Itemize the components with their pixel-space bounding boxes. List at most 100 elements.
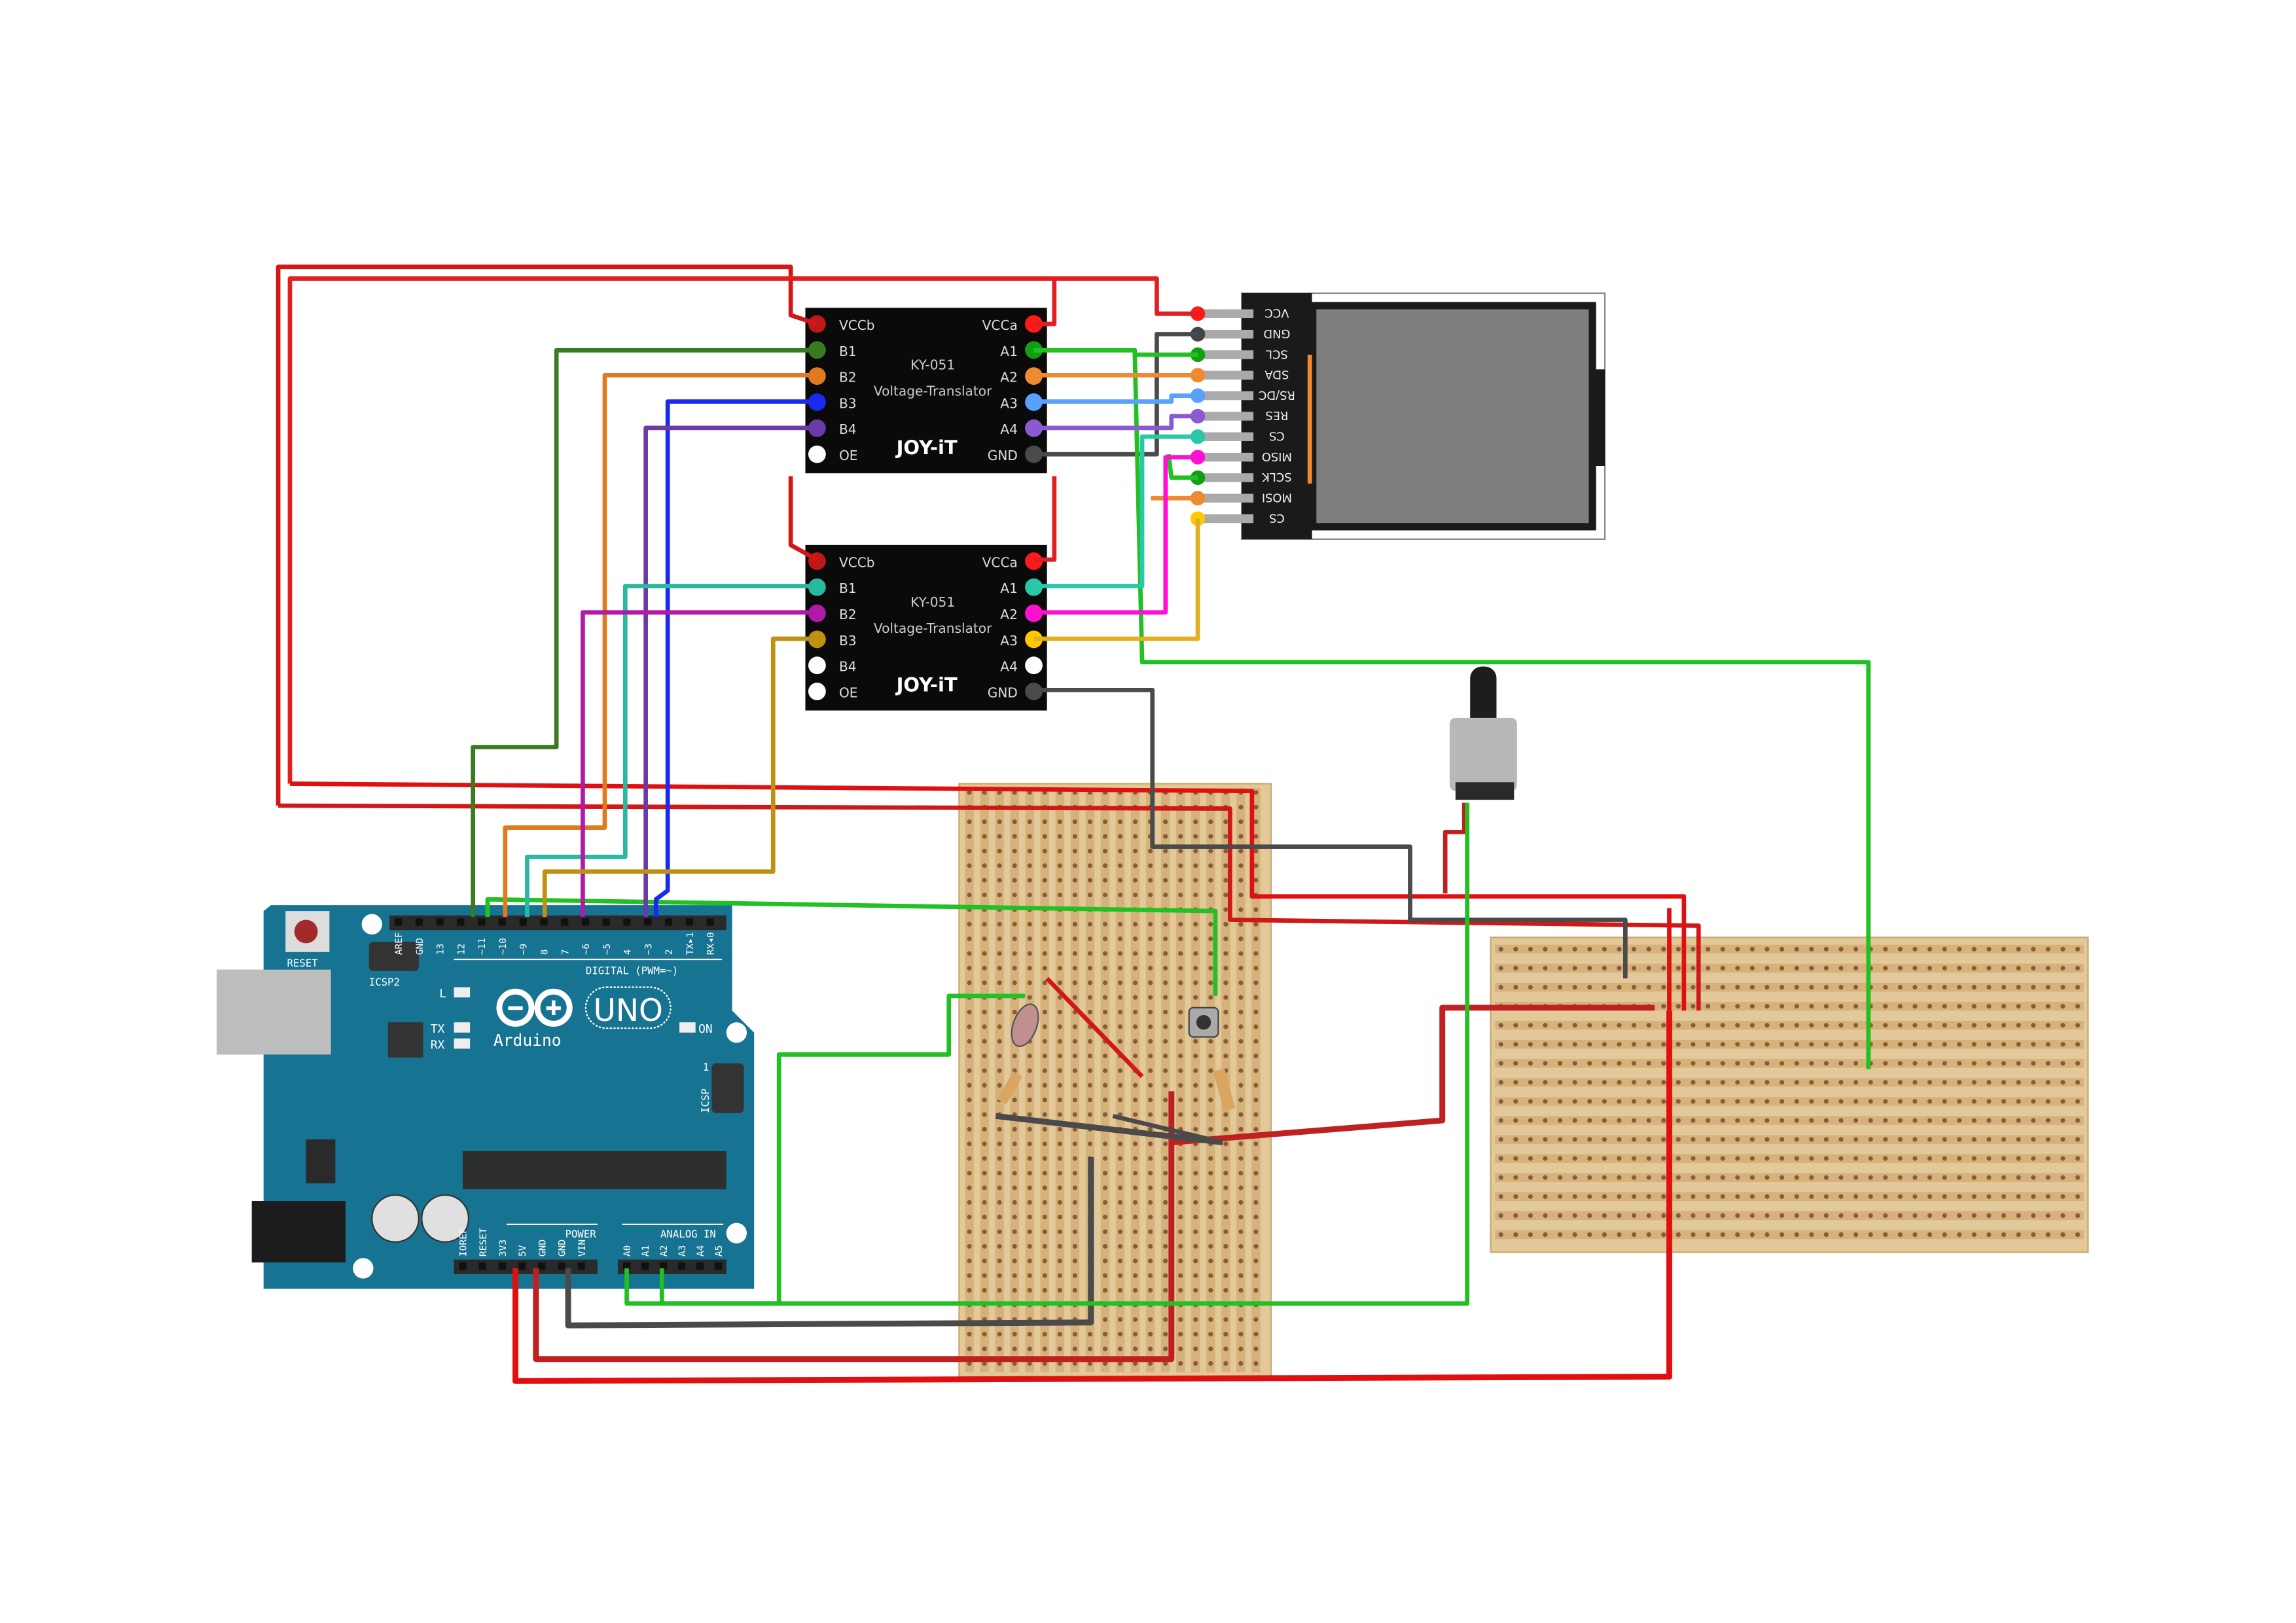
copper-strip <box>1495 1059 2084 1068</box>
hole <box>2060 1156 2066 1161</box>
hole <box>1779 984 1785 990</box>
hole <box>1223 1126 1229 1132</box>
hole <box>1042 951 1047 956</box>
digital-pin-label: 13 <box>436 944 446 955</box>
hole <box>997 965 1002 971</box>
display-pin-mosi[interactable] <box>1190 491 1206 506</box>
hole <box>997 1068 1002 1073</box>
header-pin[interactable] <box>498 1262 506 1270</box>
header-pin[interactable] <box>498 918 506 926</box>
display-pin-sclk[interactable] <box>1190 470 1206 486</box>
hole <box>1163 936 1168 942</box>
hole <box>1117 995 1123 1000</box>
hole <box>1238 1082 1244 1088</box>
push-button-cap[interactable] <box>1196 1014 1211 1030</box>
header-pin[interactable] <box>644 918 652 926</box>
display-pin-rs-dc[interactable] <box>1190 388 1206 403</box>
hole <box>1853 984 1859 990</box>
header-pin[interactable] <box>577 1262 585 1270</box>
reset-button-cap[interactable] <box>294 919 318 944</box>
display-pin-gnd[interactable] <box>1190 327 1206 342</box>
display-pin-sda[interactable] <box>1190 368 1206 383</box>
hole <box>967 834 972 839</box>
hole <box>1661 1042 1666 1047</box>
hole <box>2016 1156 2021 1161</box>
hole <box>1661 1061 1666 1066</box>
header-pin[interactable] <box>685 918 693 926</box>
header-pin[interactable] <box>415 918 423 926</box>
hole <box>1971 1175 1977 1180</box>
display-pin-vcc[interactable] <box>1190 306 1206 321</box>
header-pin[interactable] <box>436 918 444 926</box>
header-pin[interactable] <box>478 918 486 926</box>
hole <box>1087 892 1092 898</box>
hole <box>1208 921 1213 927</box>
display-pin-cs[interactable] <box>1190 429 1206 444</box>
wire-red <box>512 1010 1672 1384</box>
hole <box>1208 1039 1213 1044</box>
power-label: POWER <box>565 1228 597 1240</box>
hole <box>2045 1023 2051 1028</box>
hole <box>997 1024 1002 1029</box>
hole <box>1208 1082 1213 1088</box>
header-pin[interactable] <box>538 1262 546 1270</box>
pin-label: VCCb <box>839 554 875 570</box>
display-pin-miso[interactable] <box>1190 450 1206 465</box>
hole <box>1102 965 1108 971</box>
header-pin[interactable] <box>518 1262 526 1270</box>
pin-b4[interactable] <box>808 656 826 675</box>
hole <box>1027 1215 1032 1220</box>
header-pin[interactable] <box>677 1262 686 1270</box>
display-pin-scl[interactable] <box>1190 347 1206 363</box>
hole <box>1027 1097 1032 1103</box>
header-pin[interactable] <box>519 918 527 926</box>
hole <box>1057 980 1062 986</box>
header-pin[interactable] <box>581 918 590 926</box>
header-pin[interactable] <box>641 1262 649 1270</box>
hole <box>1148 1097 1153 1103</box>
hole <box>1208 1361 1213 1366</box>
analog-pin-label: A3 <box>677 1245 688 1257</box>
header-pin[interactable] <box>540 918 548 926</box>
header-pin[interactable] <box>664 918 673 926</box>
display-pin-res[interactable] <box>1190 408 1206 424</box>
hole <box>1163 1054 1168 1059</box>
header-pin[interactable] <box>622 1262 631 1270</box>
hole <box>1208 863 1213 868</box>
header-pin[interactable] <box>561 918 569 926</box>
hole <box>1193 1097 1198 1103</box>
hole <box>1132 1024 1138 1029</box>
header-pin[interactable] <box>457 918 465 926</box>
hole <box>1883 1061 1888 1066</box>
hole <box>1042 980 1047 986</box>
hole <box>1957 1118 1962 1123</box>
header-pin[interactable] <box>659 1262 668 1270</box>
pin-a4[interactable] <box>1025 656 1043 675</box>
header-pin[interactable] <box>478 1262 486 1270</box>
header-pin[interactable] <box>696 1262 704 1270</box>
header-pin[interactable] <box>623 918 631 926</box>
hole <box>997 790 1002 795</box>
header-pin[interactable] <box>714 1262 722 1270</box>
header-pin[interactable] <box>558 1262 565 1270</box>
header-pin[interactable] <box>706 918 714 926</box>
pin-oe[interactable] <box>808 445 826 463</box>
hole <box>1057 921 1062 927</box>
hole <box>2016 1023 2021 1028</box>
mount-hole <box>726 1022 747 1043</box>
header-pin[interactable] <box>602 918 610 926</box>
hole <box>1631 946 1637 952</box>
hole <box>1557 1099 1563 1104</box>
header-pin[interactable] <box>459 1262 467 1270</box>
potentiometer[interactable] <box>1449 666 1517 800</box>
hole <box>1676 1023 1681 1028</box>
pin-oe[interactable] <box>808 683 826 700</box>
copper-strip <box>1495 1020 2084 1030</box>
hole <box>1178 965 1183 971</box>
hole <box>1148 980 1153 986</box>
hole <box>1208 1215 1213 1220</box>
header-pin[interactable] <box>394 918 403 926</box>
hole <box>1223 1112 1229 1117</box>
hole <box>1163 1082 1168 1088</box>
